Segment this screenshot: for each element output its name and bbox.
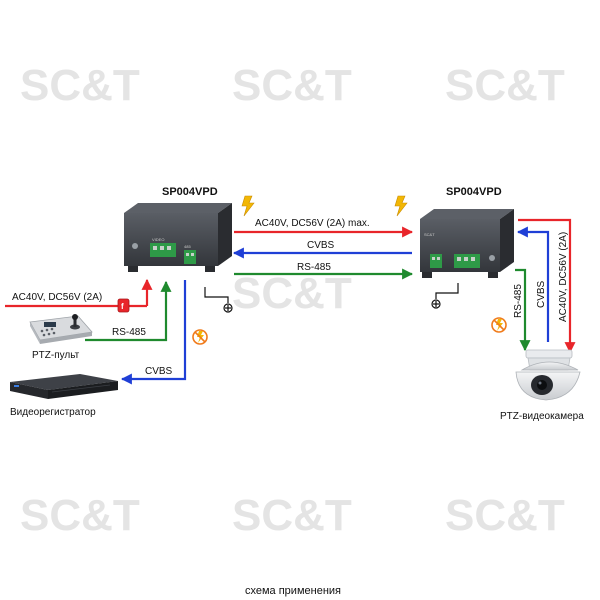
camera-cvbs-label: CVBS: [536, 280, 547, 308]
ground-icon: [431, 283, 459, 309]
recorder-caption: Видеорегистратор: [10, 407, 96, 418]
camera-rs485-label: RS-485: [513, 284, 524, 318]
ground-icon: [204, 287, 233, 313]
lightning-icon: [394, 195, 408, 217]
device-label-left: SP004VPD: [162, 186, 218, 198]
video-link-label: CVBS: [307, 240, 335, 251]
device-label-right: SP004VPD: [446, 186, 502, 198]
watermark: SC&T: [445, 491, 565, 540]
ptz-link-label: RS-485: [112, 327, 146, 338]
no-surge-icon: [192, 329, 208, 345]
right-device: SC&T: [420, 209, 514, 278]
watermark: SC&T: [232, 491, 352, 540]
svg-text:SC&T: SC&T: [424, 232, 435, 237]
camera-cvbs-arrow: [516, 226, 550, 342]
ptz-controller: [29, 314, 93, 344]
video-recorder: [10, 374, 118, 399]
watermark: SC&T: [232, 269, 352, 318]
ptz-camera: [515, 349, 581, 401]
camera-power-label: AC40V, DC56V (2A): [558, 232, 569, 322]
power-input-label: AC40V, DC56V (2A): [12, 292, 102, 303]
recorder-link-label: CVBS: [145, 366, 173, 377]
watermark: SC&T: [232, 61, 352, 110]
recorder-link-arrow: [120, 280, 187, 385]
lightning-icon: [241, 195, 255, 217]
camera-power-arrow: [518, 218, 576, 354]
camera-caption: PTZ-видеокамера: [500, 411, 584, 422]
power-link-label: AC40V, DC56V (2A) max.: [255, 218, 370, 229]
footer-caption: схема применения: [245, 585, 341, 597]
watermark: SC&T: [445, 61, 565, 110]
svg-text:VIDEO: VIDEO: [152, 237, 164, 242]
fuse-icon: f: [117, 298, 130, 313]
watermark: SC&T: [20, 491, 140, 540]
ptz-link-arrow: [85, 280, 172, 342]
no-surge-icon: [491, 317, 507, 333]
camera-rs485-arrow: [515, 268, 531, 352]
svg-text:f: f: [121, 302, 124, 311]
watermarks: SC&T SC&T SC&T SC&T SC&T SC&T SC&T: [20, 61, 565, 540]
watermark: SC&T: [20, 61, 140, 110]
svg-text:485: 485: [184, 244, 191, 249]
left-device: VIDEO 485: [124, 203, 232, 272]
ptz-controller-caption: PTZ-пульт: [32, 350, 80, 361]
data-link-label: RS-485: [297, 262, 331, 273]
